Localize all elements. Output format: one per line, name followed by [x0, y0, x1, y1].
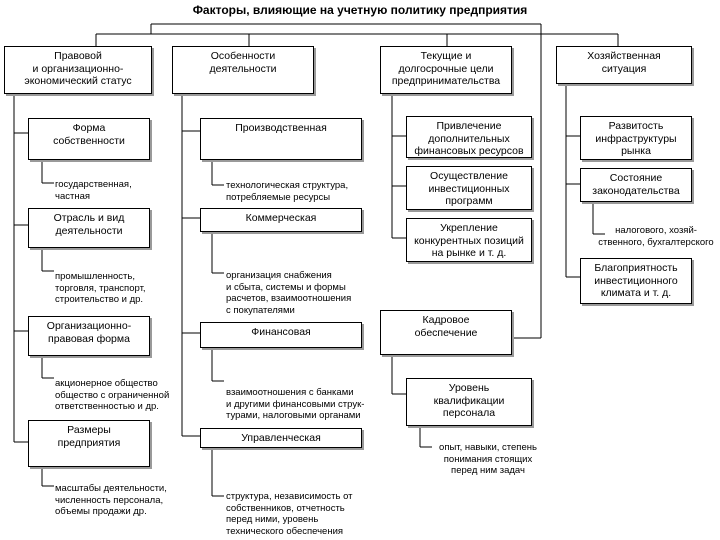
ownership-form-note: государственная, частная — [55, 179, 132, 202]
qualification-box: Уровень квалификации персонала — [406, 378, 532, 426]
enterprise-size-note: масштабы деятельности, численность персо… — [55, 483, 167, 517]
competitive-position-box: Укрепление конкурентных позиций на рынке… — [406, 218, 532, 262]
enterprise-size-box: Размеры предприятия — [28, 420, 150, 467]
commerce-note: организация снабжения и сбыта, системы и… — [226, 270, 352, 316]
investment-programs-box: Осуществление инвестиционных программ — [406, 166, 532, 210]
management-box: Управленческая — [200, 428, 362, 448]
diagram-title: Факторы, влияющие на учетную политику пр… — [192, 3, 528, 17]
production-note: технологическая структура, потребляемые … — [226, 180, 349, 203]
business-goals-header: Текущие и долгосрочные цели предпринимат… — [380, 46, 512, 94]
legal-form-box: Организационно- правовая форма — [28, 316, 150, 356]
industry-box: Отрасль и вид деятельности — [28, 208, 150, 248]
legislation-box: Состояние законодательства — [580, 168, 692, 202]
qualification-note: опыт, навыки, степень понимания стоящих … — [439, 442, 537, 476]
ownership-form-box: Форма собственности — [28, 118, 150, 160]
investment-climate-box: Благоприятность инвестиционного климата … — [580, 258, 692, 304]
financial-resources-box: Привлечение дополнительных финансовых ре… — [406, 116, 532, 158]
market-infrastructure-box: Развитость инфраструктуры рынка — [580, 116, 692, 160]
activity-features-header: Особенности деятельности — [172, 46, 314, 94]
production-box: Производственная — [200, 118, 362, 160]
legal-status-header: Правовой и организационно- экономический… — [4, 46, 152, 94]
legislation-note: налогового, хозяй- ственного, бухгалтерс… — [598, 225, 714, 248]
industry-note: промышленность, торговля, транспорт, стр… — [55, 271, 146, 305]
finance-note: взаимоотношения с банками и другими фина… — [226, 387, 365, 421]
finance-box: Финансовая — [200, 322, 362, 348]
economic-situation-header: Хозяйственная ситуация — [556, 46, 692, 84]
commerce-box: Коммерческая — [200, 208, 362, 232]
staffing-box: Кадровое обеспечение — [380, 310, 512, 355]
management-note: структура, независимость от собственнико… — [226, 491, 353, 537]
legal-form-note: акционерное общество общество с ограниче… — [55, 378, 170, 412]
